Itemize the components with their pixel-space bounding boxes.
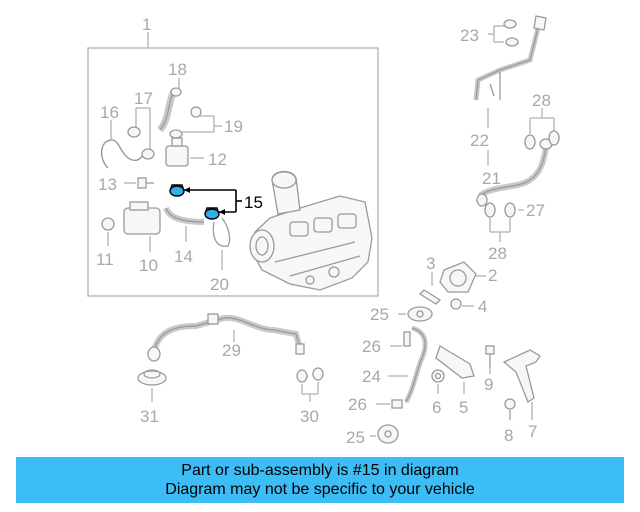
part-6-nut <box>431 369 445 394</box>
parts-diagram: 1 18 17 16 19 12 13 15 11 10 14 20 23 28… <box>87 15 560 447</box>
label-7: 7 <box>528 422 537 441</box>
part-17-clamps <box>127 107 155 160</box>
part-15-clamps-highlighted <box>169 184 242 220</box>
label-8: 8 <box>504 426 513 445</box>
part-20-hose <box>212 217 231 270</box>
part-28-upper-clamps <box>524 108 560 150</box>
label-12: 12 <box>208 150 227 169</box>
label-21: 21 <box>482 169 501 188</box>
label-1: 1 <box>142 15 151 34</box>
label-27: 27 <box>526 201 545 220</box>
label-11: 11 <box>96 250 114 269</box>
part-10-valve <box>123 201 161 252</box>
footer-banner: Part or sub-assembly is #15 in diagram D… <box>16 457 624 503</box>
label-3: 3 <box>426 254 435 273</box>
footer-disclaimer: Diagram may not be specific to your vehi… <box>165 481 475 498</box>
label-25-lower: 25 <box>346 428 365 447</box>
label-14: 14 <box>174 247 193 266</box>
part-26-bolt-lower <box>376 399 403 409</box>
label-22: 22 <box>470 131 489 150</box>
label-5: 5 <box>459 398 468 417</box>
label-23: 23 <box>460 26 479 45</box>
label-9: 9 <box>484 375 493 394</box>
label-31: 31 <box>140 407 159 426</box>
part-8-bolt <box>504 398 516 420</box>
label-17: 17 <box>134 89 153 108</box>
label-24: 24 <box>362 367 381 386</box>
label-10: 10 <box>139 256 158 275</box>
label-16: 16 <box>100 103 119 122</box>
part-18-hose <box>157 78 182 133</box>
part-30-clamps <box>296 367 324 402</box>
part-9-bolt <box>485 345 495 374</box>
label-6: 6 <box>432 398 441 417</box>
label-25-upper: 25 <box>370 305 389 324</box>
part-27-28-lower-clamps <box>484 202 524 242</box>
turbocharger-manifold <box>249 170 373 291</box>
part-25-gasket-lower <box>370 424 399 444</box>
label-30: 30 <box>300 407 319 426</box>
part-19-clamps <box>169 106 222 139</box>
part-25-gasket-upper <box>398 306 433 322</box>
label-2: 2 <box>488 266 497 285</box>
label-28-lower: 28 <box>488 244 507 263</box>
part-24-pipe <box>388 325 428 404</box>
label-26-upper: 26 <box>362 337 381 356</box>
label-20: 20 <box>210 275 229 294</box>
part-2-3-4-gasket <box>418 261 486 310</box>
assembly-box-1 <box>87 32 379 297</box>
label-26-lower: 26 <box>348 395 367 414</box>
label-18: 18 <box>168 60 187 79</box>
label-15: 15 <box>244 193 263 212</box>
part-5-heat-shield <box>435 345 475 394</box>
part-23-clamps <box>488 19 519 47</box>
part-21-pipe <box>473 15 553 207</box>
label-19: 19 <box>224 117 243 136</box>
label-28-upper: 28 <box>532 91 551 110</box>
label-13: 13 <box>98 175 117 194</box>
part-12-valve <box>165 137 204 167</box>
part-16-hose <box>101 120 145 169</box>
part-7-bracket <box>502 349 541 420</box>
part-29-pipe <box>147 313 305 362</box>
label-4: 4 <box>478 297 487 316</box>
part-14-pipe <box>163 206 205 242</box>
part-31-cap <box>137 369 167 402</box>
footer-part-note: Part or sub-assembly is #15 in diagram <box>181 462 459 479</box>
part-13-bolt <box>124 177 154 189</box>
part-11-bolt <box>101 217 115 246</box>
label-29: 29 <box>222 341 241 360</box>
